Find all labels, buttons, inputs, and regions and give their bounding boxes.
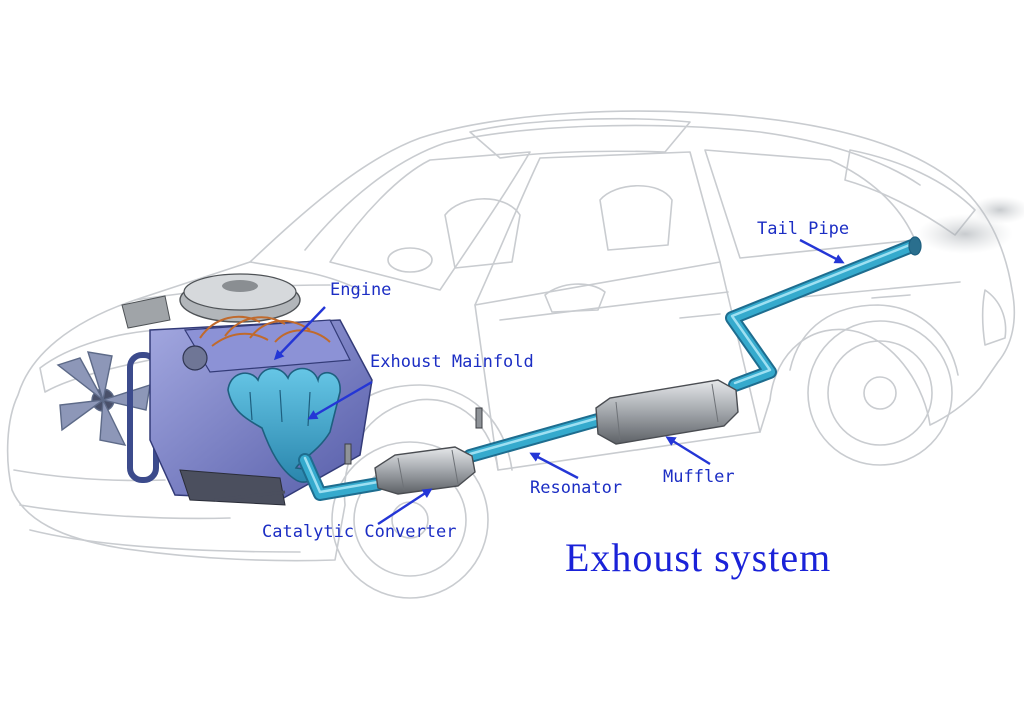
engine-arrow xyxy=(273,306,326,361)
tail-pipe-label: Tail Pipe xyxy=(757,219,850,239)
catalytic-converter-art xyxy=(374,446,476,495)
exhaust-smoke-puff xyxy=(970,196,1024,224)
resonator-label: Resonator xyxy=(530,478,623,498)
exhaust-manifold-art xyxy=(227,367,341,483)
label-arrows xyxy=(273,238,845,526)
resonator-arrow xyxy=(529,452,579,480)
oxygen-sensors xyxy=(344,407,483,465)
muffler-arrow xyxy=(665,436,711,466)
engine-label: Engine xyxy=(330,280,392,300)
exhaust-pipe xyxy=(298,236,922,501)
muffler-label: Muffler xyxy=(663,467,735,487)
tail-pipe-arrow xyxy=(799,238,845,264)
catalytic-converter-label: Catalytic Converter xyxy=(262,522,457,542)
diagram-title: Exhoust system xyxy=(565,535,832,580)
exhaust-smoke xyxy=(917,214,1013,254)
manifold-arrow xyxy=(307,380,373,420)
catalytic-converter-arrow xyxy=(377,488,433,526)
muffler-art xyxy=(595,379,739,445)
exhaust-manifold-label: Exhoust Mainfold xyxy=(370,352,534,372)
